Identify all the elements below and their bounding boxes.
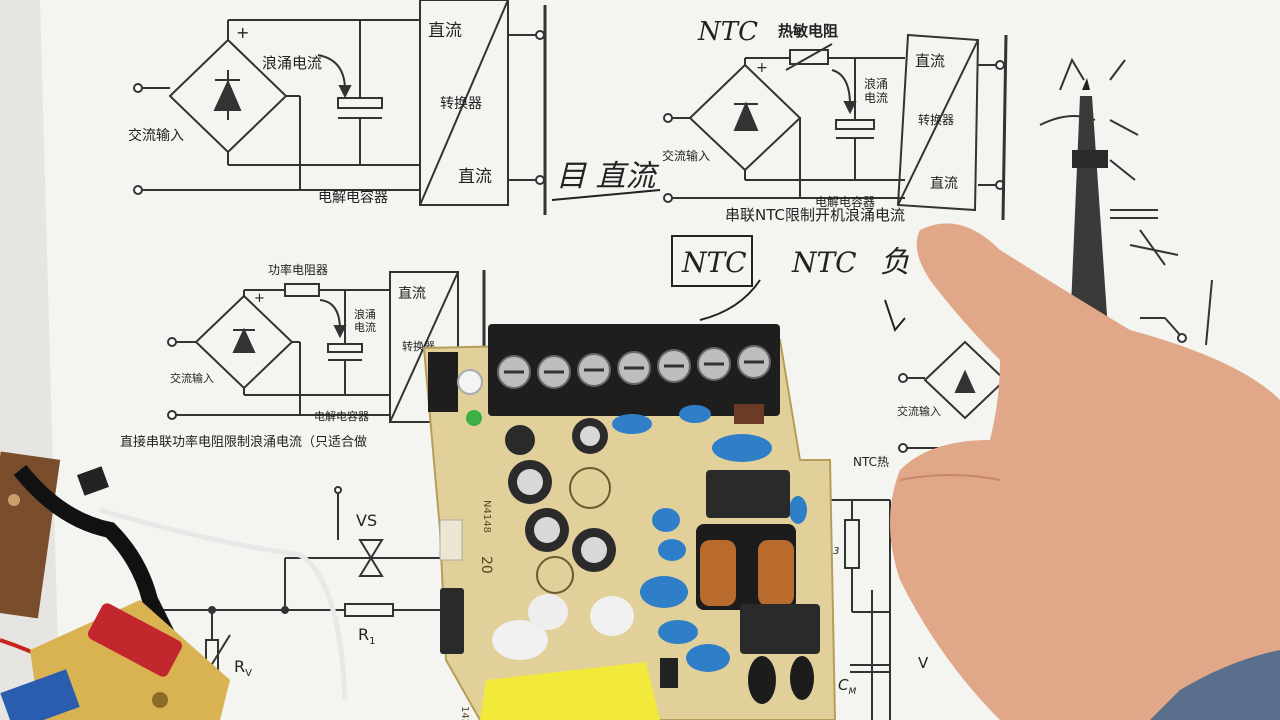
diagram-top-right	[663, 33, 1008, 221]
right-scribbles	[1039, 57, 1213, 346]
hand	[890, 223, 1280, 720]
blue-ceramic-capacitors	[612, 405, 807, 672]
terminal-screws	[497, 345, 771, 389]
diagram-caption-ntc: 串联NTC限制开机浪涌电流	[725, 206, 905, 224]
handwritten-ntc-top: NTC	[697, 17, 758, 47]
black-ic	[660, 658, 678, 688]
dc-top-label-2: 直流	[915, 52, 945, 70]
capacitor-symbol	[337, 97, 383, 109]
heatsink-transistor	[440, 588, 464, 654]
handwritten-neg: 负	[880, 245, 910, 280]
surge-current-label: 浪涌电流	[262, 54, 322, 72]
converter-label-2: 转换器	[918, 112, 954, 127]
white-inductor-1	[492, 620, 548, 660]
trim-potentiometer	[457, 369, 483, 395]
green-led	[466, 410, 482, 426]
handwritten-box	[671, 235, 753, 287]
surge-label-3a: 浪涌	[354, 307, 376, 321]
ac-input-label: 交流输入	[128, 127, 184, 144]
r1-label: R1	[358, 625, 376, 647]
converter-box	[419, 0, 509, 206]
thermistor-label: 热敏电阻	[778, 22, 838, 40]
bottom-left-pcb	[0, 600, 230, 720]
power-resistor-label: 功率电阻器	[268, 262, 328, 277]
capacitor-label-3: 电解电容器	[314, 409, 369, 423]
silkscreen-bottom: 1421	[459, 706, 470, 720]
black-component-2	[790, 656, 814, 700]
diagram-caption-ntc-2: NTC热	[853, 455, 889, 469]
dc-top-label: 直流	[428, 21, 462, 41]
v-label: V	[918, 654, 929, 672]
black-connector	[428, 352, 458, 412]
dc-top-label-3: 直流	[398, 285, 426, 302]
vs-label: VS	[356, 511, 377, 530]
handwritten-note-left: 目 直流	[556, 159, 660, 194]
ac-input-label-4: 交流输入	[897, 404, 941, 418]
converter-box-2	[896, 33, 980, 212]
electrolytic-capacitors	[505, 418, 616, 594]
handwritten-arrow	[699, 279, 761, 321]
center-pcb: N4148 20 1421	[422, 324, 837, 720]
silkscreen-mid: 20	[478, 556, 494, 574]
diagram-caption-resistor: 直接串联功率电阻限制浪涌电流（只适合做	[120, 434, 367, 450]
cable-tag	[77, 466, 109, 496]
handwritten-ntc: NTC	[791, 246, 857, 279]
surge-label-line1: 浪涌	[864, 76, 888, 91]
white-inductor-2	[590, 596, 634, 636]
silkscreen-left: N4148	[481, 500, 492, 533]
pen	[1070, 78, 1108, 330]
surge-label-3b: 电流	[354, 320, 376, 334]
pcb-dot	[8, 494, 20, 506]
dc-bottom-label-2: 直流	[930, 175, 958, 192]
brown-resistor	[734, 404, 764, 424]
white-inductor-3	[528, 594, 568, 630]
ac-input-label-2: 交流输入	[662, 148, 710, 163]
white-cable	[99, 507, 348, 701]
converter-label: 转换器	[440, 95, 482, 112]
plus-sign-3: +	[254, 291, 265, 306]
copper-coil-2	[758, 540, 794, 606]
yellow-tape-transformer	[480, 662, 660, 720]
white-connector	[439, 519, 463, 561]
diagram-top-left	[133, 0, 547, 215]
handwritten-boxed-ntc: NTC	[681, 246, 747, 279]
cm-label: CM	[838, 676, 856, 697]
handwritten-underline	[551, 189, 661, 201]
dc-bottom-label: 直流	[458, 167, 492, 187]
common-mode-choke	[706, 470, 790, 518]
plus-sign: +	[236, 23, 249, 42]
surge-label-line2: 电流	[864, 91, 888, 105]
copper-coil-1	[700, 540, 736, 606]
rv-label: RV	[234, 657, 252, 679]
plus-sign-2: +	[756, 60, 768, 76]
capacitor-label-2: 电解电容器	[815, 194, 875, 209]
handwritten-arrow-2	[884, 299, 906, 333]
ac-input-label-3: 交流输入	[170, 371, 214, 385]
capacitor-label: 电解电容器	[318, 189, 388, 206]
x-capacitor	[740, 604, 820, 654]
black-component	[748, 656, 776, 704]
diagram-middle-right	[898, 317, 1187, 453]
